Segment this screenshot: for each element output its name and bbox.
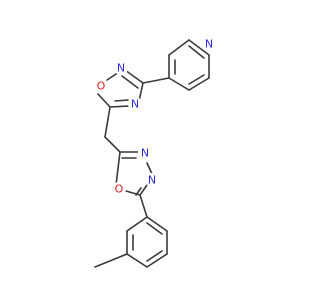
bond	[188, 77, 210, 91]
atom-background	[202, 37, 216, 51]
bond	[126, 253, 148, 268]
bond	[97, 93, 111, 108]
bond	[125, 190, 141, 196]
oxadiazole-nitrogen-label: N	[117, 62, 125, 75]
bond	[138, 82, 144, 102]
bond	[168, 77, 190, 91]
bond	[114, 99, 129, 102]
bond	[139, 184, 148, 196]
bond	[146, 222, 163, 235]
methyl-bond	[94, 253, 128, 268]
methylene-bond	[104, 106, 111, 138]
oxadiazole-oxygen-label: O	[97, 80, 106, 93]
bond	[109, 105, 131, 108]
pyridine-oxadiazole-bond	[142, 77, 170, 84]
bond	[146, 253, 168, 268]
bond	[188, 45, 205, 59]
atom-labels: N N O N N N O	[94, 37, 216, 196]
methylene-bond	[104, 136, 121, 153]
bond	[168, 39, 190, 56]
bond	[146, 162, 153, 175]
bond	[188, 39, 210, 56]
oxadiazole-nitrogen-label: N	[131, 98, 139, 111]
bond	[124, 69, 144, 84]
bond	[126, 216, 148, 232]
oxadiazole-nitrogen-label: N	[148, 174, 156, 187]
bond	[115, 151, 121, 186]
atom-background	[145, 173, 159, 187]
pyridine-ring	[168, 39, 210, 91]
bond	[146, 216, 168, 232]
chemical-structure-diagram: N N O N N N O	[94, 37, 216, 268]
atom-background	[112, 182, 126, 196]
bond	[146, 250, 163, 262]
oxadiazole-ring-lower	[115, 151, 153, 196]
pyridine-nitrogen-label: N	[205, 38, 213, 51]
atom-background	[94, 79, 108, 93]
atom-background	[138, 146, 152, 160]
oxadiazole-oxygen-label: O	[115, 183, 124, 196]
atom-background	[128, 97, 142, 111]
oxadiazole-tolyl-bond	[139, 194, 148, 218]
bond	[121, 75, 139, 89]
tolyl-ring	[126, 216, 168, 268]
atom-background	[114, 61, 128, 75]
bond	[188, 74, 205, 85]
oxadiazole-nitrogen-label: N	[141, 147, 149, 160]
